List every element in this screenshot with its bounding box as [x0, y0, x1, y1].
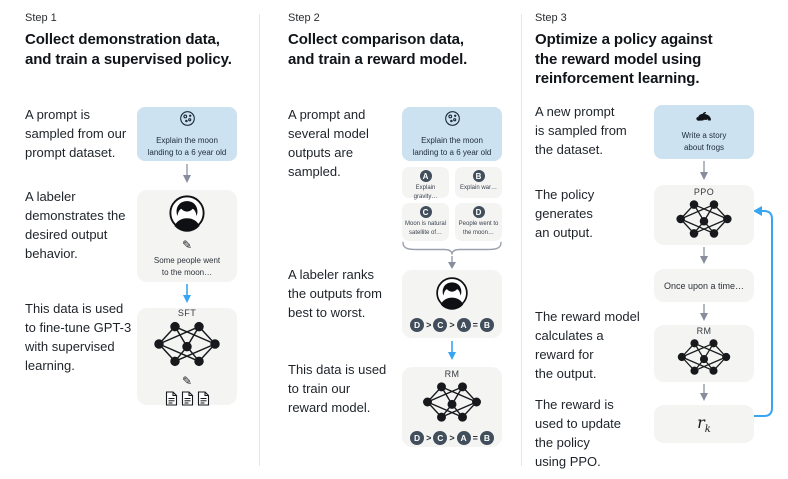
- frog-icon: [695, 110, 713, 128]
- paragraph: A prompt and several model outputs are s…: [288, 107, 369, 179]
- sft-model-box: SFT ✎: [137, 307, 237, 406]
- step1-column: Step 1 Collect demonstration data, and t…: [0, 0, 263, 479]
- output-text: Once upon a time…: [663, 280, 745, 291]
- moon-icon: [178, 109, 197, 133]
- demonstration-text: Some people went to the moon…: [153, 255, 221, 277]
- card-letter-badge: D: [472, 206, 485, 218]
- prompt-text: Explain the moon landing to a 6 year old: [412, 136, 492, 157]
- prompt-text: Explain the moon landing to a 6 year old: [147, 136, 227, 157]
- labeler-avatar-icon: [435, 276, 469, 315]
- paragraph: The reward is used to update the policy …: [535, 397, 622, 469]
- step-label: Step 1: [25, 12, 57, 24]
- column-divider: [259, 14, 260, 466]
- feedback-loop-arrow: [753, 206, 773, 417]
- step2-flow: Explain the moon landing to a 6 year old…: [400, 107, 504, 447]
- network-icon: [151, 320, 223, 373]
- step-label: Step 3: [535, 12, 567, 24]
- arrow-down-icon: [697, 302, 711, 325]
- paragraph: A labeler ranks the outputs from best to…: [288, 267, 382, 320]
- output-cards: A Explain gravity… B Explain war… C Moon…: [402, 167, 502, 241]
- paragraph: A labeler demonstrates the desired outpu…: [25, 189, 126, 261]
- card-letter-badge: A: [419, 170, 432, 182]
- document-icon: [181, 390, 193, 406]
- ranking-row: D > C > A = B: [410, 431, 494, 445]
- document-icon: [197, 390, 209, 406]
- pencil-icon: ✎: [181, 237, 193, 252]
- network-icon: [420, 381, 484, 428]
- rm-model-box: RM: [402, 367, 502, 447]
- model-label: PPO: [693, 186, 715, 197]
- reward-symbol: rk: [697, 412, 711, 436]
- step-title: Collect demonstration data, and train a …: [25, 31, 232, 68]
- step1-flow: Explain the moon landing to a 6 year old…: [137, 107, 237, 406]
- step3-column: Step 3 Optimize a policy against the rew…: [525, 0, 788, 479]
- step3-flow: Write a story about frogs PPO: [654, 105, 754, 443]
- rank-op: >: [426, 320, 432, 330]
- paragraph: This data is used to train our reward mo…: [288, 362, 387, 415]
- prompt-box: Explain the moon landing to a 6 year old: [137, 107, 237, 161]
- paragraph: This data is used to fine-tune GPT-3 wit…: [25, 301, 132, 373]
- rank-badge: C: [433, 431, 448, 445]
- paragraph: The reward model calculates a reward for…: [535, 309, 640, 381]
- rank-badge: D: [410, 431, 425, 445]
- documents-row: [165, 390, 210, 406]
- step-title: Optimize a policy against the reward mod…: [535, 31, 713, 87]
- rank-op: =: [472, 320, 478, 330]
- arrow-down-icon: [180, 161, 194, 190]
- network-icon: [672, 199, 736, 244]
- model-label: RM: [444, 369, 460, 379]
- model-label: SFT: [177, 307, 197, 318]
- rank-op: >: [449, 433, 455, 443]
- output-card-b: B Explain war…: [455, 167, 502, 198]
- model-label: RM: [696, 326, 712, 336]
- output-text-box: Once upon a time…: [654, 269, 754, 302]
- paragraph: A prompt is sampled from our prompt data…: [25, 107, 127, 160]
- rank-badge: A: [456, 318, 471, 332]
- rank-badge: B: [479, 318, 494, 332]
- ppo-policy-box: PPO: [654, 185, 754, 245]
- output-card-d: D People went to the moon…: [455, 203, 502, 241]
- network-icon: [674, 338, 734, 381]
- brace-icon: [400, 241, 504, 256]
- blue-arrow-down-icon: [445, 338, 459, 367]
- card-text: Explain gravity…: [413, 185, 438, 200]
- labeler-ranking-box: D > C > A = B: [402, 270, 502, 338]
- output-card-c: C Moon is natural satellite of…: [402, 203, 449, 241]
- rank-badge: C: [433, 318, 448, 332]
- labeler-avatar-icon: [168, 194, 206, 237]
- output-card-a: A Explain gravity…: [402, 167, 449, 200]
- prompt-box: Explain the moon landing to a 6 year old: [402, 107, 502, 161]
- rank-badge: B: [479, 431, 494, 445]
- rank-badge: A: [456, 431, 471, 445]
- rank-badge: D: [410, 318, 425, 332]
- document-icon: [165, 390, 177, 406]
- blue-arrow-down-icon: [180, 282, 194, 308]
- arrow-down-icon: [697, 159, 711, 185]
- card-text: Moon is natural satellite of…: [404, 221, 447, 236]
- arrow-down-icon: [445, 256, 459, 270]
- column-divider: [521, 14, 522, 466]
- card-letter-badge: B: [472, 170, 485, 182]
- pencil-icon: ✎: [181, 373, 193, 388]
- step-title: Collect comparison data, and train a rew…: [288, 31, 468, 68]
- rank-op: =: [472, 433, 478, 443]
- moon-icon: [443, 109, 462, 133]
- rank-op: >: [426, 433, 432, 443]
- step2-column: Step 2 Collect comparison data, and trai…: [263, 0, 521, 479]
- card-text: People went to the moon…: [458, 221, 499, 236]
- labeler-box: ✎ Some people went to the moon…: [137, 190, 237, 282]
- rm-model-box: RM: [654, 325, 754, 382]
- arrow-down-icon: [697, 382, 711, 405]
- card-text: Explain war…: [459, 185, 497, 191]
- step-label: Step 2: [288, 12, 320, 24]
- prompt-text: Write a story about frogs: [681, 131, 727, 152]
- arrow-down-icon: [697, 245, 711, 269]
- paragraph: The policy generates an output.: [535, 187, 595, 240]
- prompt-box: Write a story about frogs: [654, 105, 754, 159]
- reward-value-box: rk: [654, 405, 754, 443]
- paragraph: A new prompt is sampled from the dataset…: [535, 104, 627, 157]
- rank-op: >: [449, 320, 455, 330]
- card-letter-badge: C: [419, 206, 432, 218]
- ranking-row: D > C > A = B: [410, 318, 494, 332]
